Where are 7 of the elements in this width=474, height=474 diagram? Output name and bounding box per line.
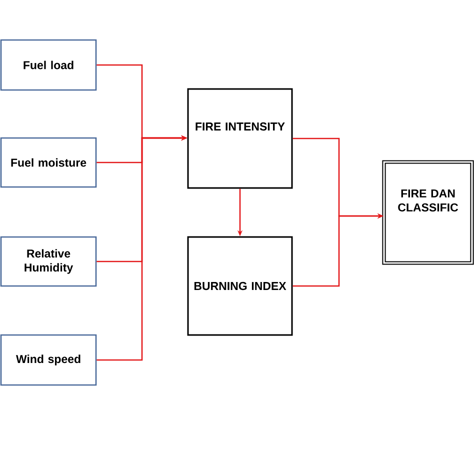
input-box: Fuel moisture <box>0 137 97 188</box>
process-box: FIRE INTENSITY <box>187 88 293 189</box>
process-box: BURNING INDEX <box>187 236 293 336</box>
input-box: Wind speed <box>0 334 97 386</box>
input-box: Fuel load <box>0 39 97 91</box>
input-box: Relative Humidity <box>0 236 97 287</box>
output-box: FIRE DAN CLASSIFIC <box>382 160 474 265</box>
